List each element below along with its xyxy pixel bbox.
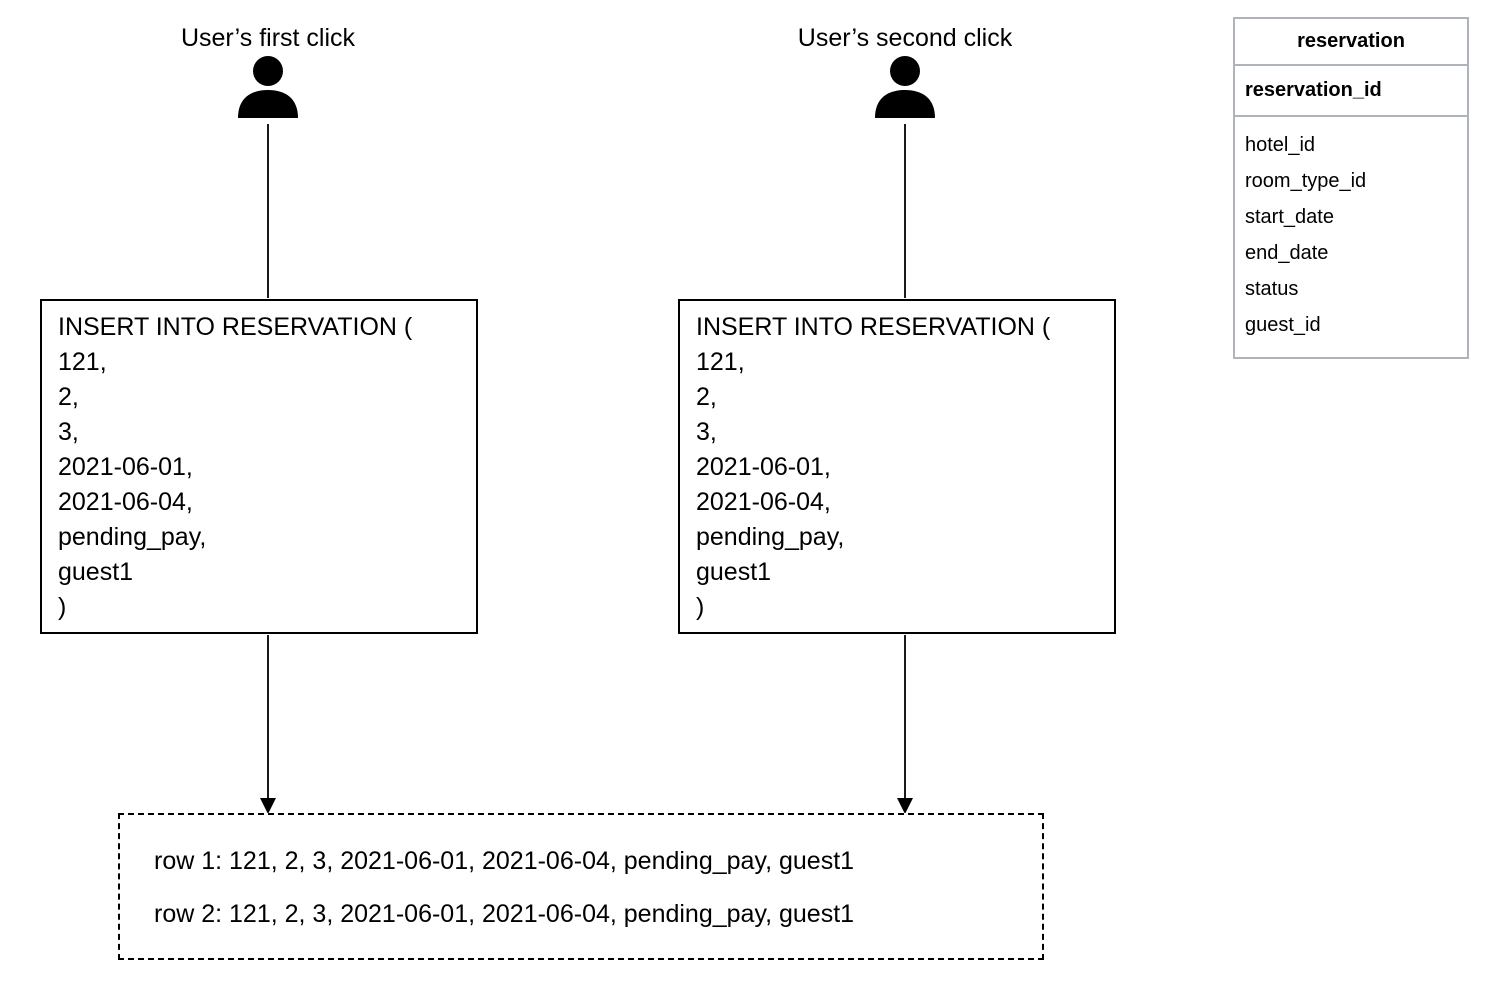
actor-label-second-click: User’s second click	[797, 24, 1013, 52]
result-row-2: row 2: 121, 2, 3, 2021-06-01, 2021-06-04…	[154, 900, 855, 928]
user-icon	[875, 56, 935, 118]
schema-field-hotel-id: hotel_id	[1245, 134, 1316, 156]
sql-insert-box-1: INSERT INTO RESERVATION ( 121, 2, 3, 202…	[40, 299, 478, 634]
sql-insert-box-2: INSERT INTO RESERVATION ( 121, 2, 3, 202…	[678, 299, 1116, 634]
schema-table-title: reservation	[1235, 19, 1467, 66]
schema-field-guest-id: guest_id	[1245, 314, 1321, 336]
arrowhead-sql1-to-result	[260, 798, 276, 814]
schema-field-status: status	[1245, 278, 1299, 300]
result-rows-box: row 1: 121, 2, 3, 2021-06-01, 2021-06-04…	[118, 813, 1044, 960]
actor-label-first-click: User’s first click	[180, 24, 356, 52]
user-icon	[238, 56, 298, 118]
schema-field-end-date: end_date	[1245, 242, 1329, 264]
sql-text: INSERT INTO RESERVATION ( 121, 2, 3, 202…	[58, 313, 413, 621]
schema-primary-key: reservation_id	[1235, 66, 1467, 117]
arrowhead-sql2-to-result	[897, 798, 913, 814]
schema-table-reservation: reservation reservation_id hotel_id room…	[1233, 17, 1469, 359]
schema-field-list: hotel_id room_type_id start_date end_dat…	[1235, 117, 1467, 357]
sql-text: INSERT INTO RESERVATION ( 121, 2, 3, 202…	[696, 313, 1051, 621]
result-row-1: row 1: 121, 2, 3, 2021-06-01, 2021-06-04…	[154, 847, 855, 875]
schema-field-start-date: start_date	[1245, 206, 1334, 228]
schema-field-room-type-id: room_type_id	[1245, 170, 1367, 192]
